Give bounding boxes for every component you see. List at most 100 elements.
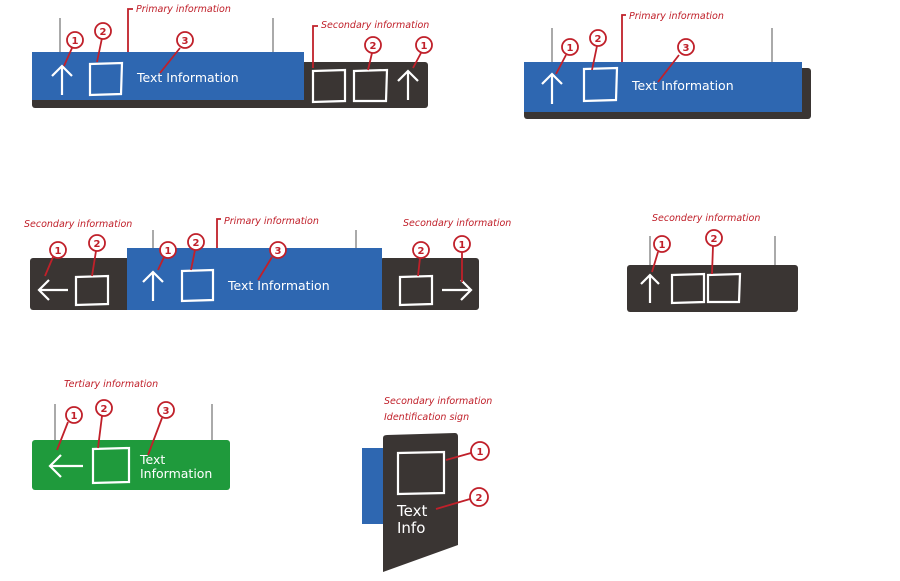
identification-sign: Text Info Secondary information Identifi… bbox=[362, 396, 492, 572]
callout-circle bbox=[95, 399, 113, 417]
callout-circle bbox=[65, 406, 83, 424]
callout-1: 1 bbox=[72, 36, 79, 47]
callout-1: 1 bbox=[567, 43, 574, 54]
callout-2: 2 bbox=[370, 41, 377, 52]
arrow-left-icon bbox=[37, 279, 68, 301]
callout-circle bbox=[66, 31, 84, 49]
leader-line bbox=[63, 37, 422, 74]
label-secondary: Secondery information bbox=[652, 213, 760, 224]
label-secondary: Secondary information bbox=[384, 396, 492, 407]
pictogram-square-icon bbox=[706, 272, 742, 304]
leader-line bbox=[44, 249, 463, 282]
callout-circle bbox=[157, 401, 175, 419]
pictogram-square-icon bbox=[670, 272, 706, 305]
leader-line bbox=[127, 8, 133, 52]
blade-panel bbox=[383, 433, 458, 572]
arrow-left-icon bbox=[48, 454, 83, 478]
callout-3: 3 bbox=[275, 246, 282, 257]
secondary-panel bbox=[627, 265, 798, 312]
callout-2: 2 bbox=[476, 493, 483, 504]
sign-primary-secondary: Text Information Primary information Sec… bbox=[32, 4, 433, 108]
callout-circle bbox=[159, 241, 177, 259]
callout-circle bbox=[176, 31, 194, 49]
callout-1: 1 bbox=[421, 41, 428, 52]
pictogram-square-icon bbox=[311, 68, 347, 104]
arrow-up-icon bbox=[640, 273, 660, 303]
callout-2: 2 bbox=[100, 27, 107, 38]
callout-1: 1 bbox=[165, 246, 172, 257]
callout-3: 3 bbox=[683, 43, 690, 54]
sign-text: Text Information bbox=[136, 70, 239, 85]
pictogram-square-icon bbox=[582, 66, 619, 103]
callout-circle bbox=[469, 487, 489, 507]
arrow-up-icon bbox=[397, 69, 419, 100]
callout-circle bbox=[88, 234, 106, 252]
sign-text: Information bbox=[140, 466, 212, 481]
label-secondary: Secondary information bbox=[403, 218, 511, 229]
callout-2: 2 bbox=[418, 246, 425, 257]
label-primary: Primary information bbox=[629, 11, 724, 22]
callout-circle bbox=[94, 22, 112, 40]
sign-tertiary: Text Information Tertiary information 1 … bbox=[32, 379, 230, 490]
pictogram-square-icon bbox=[352, 68, 389, 103]
label-primary: Primary information bbox=[136, 4, 231, 15]
pictogram-square-icon bbox=[180, 268, 215, 303]
arrow-up-icon bbox=[51, 64, 73, 95]
label-primary: Primary information bbox=[224, 216, 319, 227]
sign-text: Text bbox=[396, 502, 427, 520]
sign-text: Text bbox=[139, 452, 165, 467]
leader-line bbox=[555, 45, 680, 83]
callout-circle bbox=[187, 233, 205, 251]
leader-line bbox=[435, 452, 472, 510]
callout-3: 3 bbox=[163, 406, 170, 417]
callout-1: 1 bbox=[659, 240, 666, 251]
sign-secondary-primary-secondary: Text Information Secondary information P… bbox=[24, 216, 511, 310]
callout-circle bbox=[677, 38, 695, 56]
callout-circle bbox=[589, 29, 607, 47]
pictogram-square-icon bbox=[91, 446, 131, 485]
label-secondary: Secondary information bbox=[24, 219, 132, 230]
pictogram-square-icon bbox=[74, 274, 110, 307]
sign-text: Text Information bbox=[631, 78, 734, 93]
pictogram-square-icon bbox=[396, 450, 446, 496]
callout-circle bbox=[453, 235, 471, 253]
callout-1: 1 bbox=[55, 246, 62, 257]
callout-3: 3 bbox=[182, 36, 189, 47]
leader-line bbox=[621, 14, 626, 62]
pictogram-square-icon bbox=[88, 61, 124, 97]
label-identification: Identification sign bbox=[384, 412, 469, 423]
leader-line bbox=[56, 415, 163, 456]
sign-secondary: Secondery information 1 2 bbox=[627, 213, 798, 312]
callout-circle bbox=[412, 241, 430, 259]
callout-1: 1 bbox=[71, 411, 78, 422]
callout-circle bbox=[415, 36, 433, 54]
callout-circle bbox=[705, 229, 723, 247]
label-secondary: Secondary information bbox=[321, 20, 429, 31]
callout-2: 2 bbox=[595, 34, 602, 45]
primary-panel bbox=[524, 62, 802, 112]
leader-line bbox=[312, 25, 318, 68]
callout-1: 1 bbox=[459, 240, 466, 251]
sign-text: Text Information bbox=[227, 278, 330, 293]
tertiary-panel bbox=[32, 440, 230, 490]
secondary-panel-right bbox=[380, 258, 479, 310]
callout-circle bbox=[49, 241, 67, 259]
callout-circle bbox=[653, 235, 671, 253]
callout-circle bbox=[561, 38, 579, 56]
leader-line bbox=[651, 245, 714, 275]
callout-2: 2 bbox=[711, 234, 718, 245]
secondary-panel-left bbox=[30, 258, 130, 310]
sign-text: Info bbox=[397, 519, 425, 537]
wall-blue-panel bbox=[362, 448, 386, 524]
callout-2: 2 bbox=[193, 238, 200, 249]
callout-1: 1 bbox=[477, 447, 484, 458]
leader-line bbox=[216, 218, 221, 248]
arrow-up-icon bbox=[541, 72, 563, 104]
label-tertiary: Tertiary information bbox=[64, 379, 158, 390]
primary-panel bbox=[32, 52, 304, 100]
callout-circle bbox=[269, 241, 287, 259]
arrow-up-icon bbox=[142, 270, 164, 301]
sign-primary: Text Information Primary information 1 2… bbox=[524, 11, 811, 119]
